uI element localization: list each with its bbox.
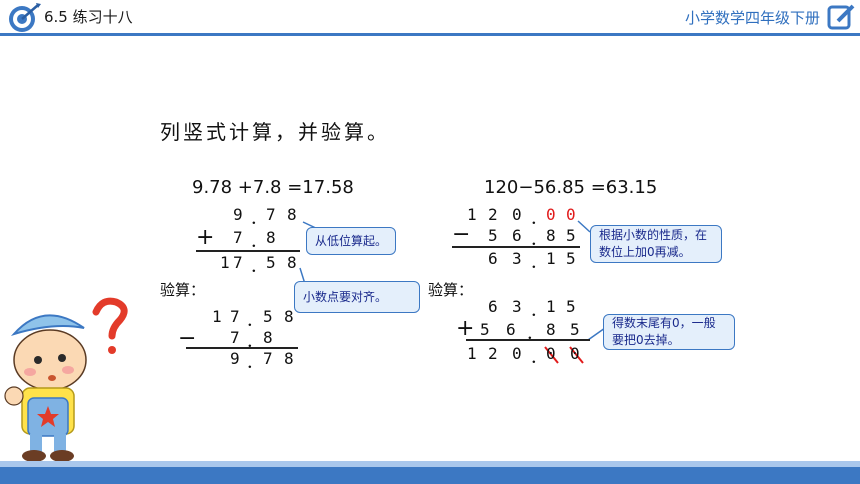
footer-bar: [0, 467, 860, 484]
lesson-title: 6.5 练习十八: [44, 8, 133, 26]
right-check-operator: +: [456, 316, 475, 341]
book-title: 小学数学四年级下册: [684, 9, 820, 27]
footer-accent: [0, 461, 860, 467]
right-calc-operator: −: [452, 222, 471, 247]
left-check-operator: −: [178, 326, 197, 351]
left-calc-rule: [196, 250, 300, 252]
note-align-decimal: 小数点要对齐。: [294, 281, 420, 313]
right-check-rule: [466, 339, 590, 341]
right-calc-rule: [452, 246, 580, 248]
left-check-label: 验算：: [160, 281, 206, 299]
right-check-label: 验算：: [428, 281, 474, 299]
exercise-instruction: 列竖式计算，并验算。: [160, 120, 390, 144]
note-low-digit-first: 从低位算起。: [306, 227, 396, 255]
header-bar: [0, 0, 860, 36]
note-add-zero: 根据小数的性质，在数位上加0再减。: [590, 225, 722, 263]
right-equation: 120−56.85 =63.15: [484, 177, 658, 198]
header-divider: [0, 33, 860, 36]
cartoon-boy-thinking-illustration: [4, 297, 128, 462]
edit-icon: [827, 4, 855, 30]
note-remove-trailing-zero: 得数末尾有0，一般要把0去掉。: [603, 314, 735, 350]
left-check-rule: [186, 347, 298, 349]
left-calc-operator: +: [196, 225, 215, 250]
target-logo-icon: [9, 3, 41, 32]
left-equation: 9.78 +7.8 =17.58: [192, 177, 354, 198]
